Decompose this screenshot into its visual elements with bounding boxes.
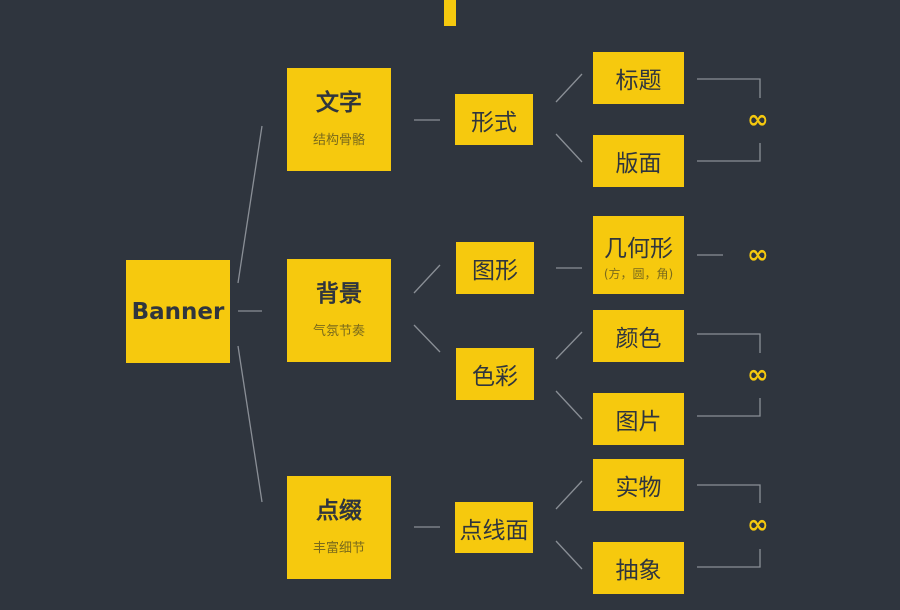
leaf-layout: 版面 [593,135,684,187]
leaf-abstract-label: 抽象 [615,558,662,584]
bracket-color-image [697,333,761,353]
bracket-color-image-lower [697,398,761,417]
leaf-geometry-label: 几何形 [604,235,673,262]
leaf-object-label: 实物 [615,475,662,501]
leaf-hue: 颜色 [593,310,684,362]
link-color-hue [555,331,583,360]
link-color-image [555,390,583,420]
leaf-title-label: 标题 [615,68,662,94]
bracket-object-abstract [697,484,761,503]
bracket-title-layout [697,78,761,98]
category-accent: 点缀 丰富细节 [287,476,391,579]
mid-shape: 图形 [456,242,534,294]
root-label: Banner [131,298,225,325]
leaf-image-label: 图片 [615,409,662,435]
link-pointlineface-abstract [555,540,583,570]
category-text: 文字 结构骨骼 [287,68,391,171]
infinity-icon: ∞ [747,105,769,135]
link-root-text [237,125,263,284]
link-bg-shape [413,264,441,294]
leaf-geometry: 几何形 (方，圆，角) [593,216,684,294]
infinity-icon: ∞ [747,240,769,270]
category-background-subtitle: 气氛节奏 [312,323,365,339]
leaf-geometry-sub: (方，圆，角) [603,266,674,281]
link-form-title [555,73,583,103]
leaf-object: 实物 [593,459,684,511]
category-background-title: 背景 [316,281,362,308]
mid-point-line-face-label: 点线面 [459,517,529,544]
link-root-accent [237,345,263,503]
mid-color: 色彩 [456,348,534,400]
leaf-hue-label: 颜色 [615,326,662,352]
category-background: 背景 气氛节奏 [287,259,391,362]
top-accent-bar [444,0,456,26]
category-accent-title: 点缀 [316,498,362,525]
link-bg-color [413,324,441,353]
mid-form: 形式 [455,94,533,145]
mid-point-line-face: 点线面 [455,502,533,553]
category-text-subtitle: 结构骨骼 [312,132,365,148]
infinity-icon: ∞ [747,510,769,540]
infinity-icon: ∞ [747,360,769,390]
mid-shape-label: 图形 [472,258,518,284]
leaf-layout-label: 版面 [615,151,662,177]
bracket-title-layout-lower [697,143,761,162]
root-node: Banner [126,260,230,363]
category-accent-subtitle: 丰富细节 [312,540,365,556]
link-form-layout [555,133,583,163]
leaf-image: 图片 [593,393,684,445]
bracket-object-abstract-lower [697,549,761,568]
category-text-title: 文字 [316,90,362,117]
link-pointlineface-object [555,480,583,510]
leaf-title: 标题 [593,52,684,104]
leaf-abstract: 抽象 [593,542,684,594]
mid-color-label: 色彩 [472,364,518,390]
mid-form-label: 形式 [471,109,517,136]
